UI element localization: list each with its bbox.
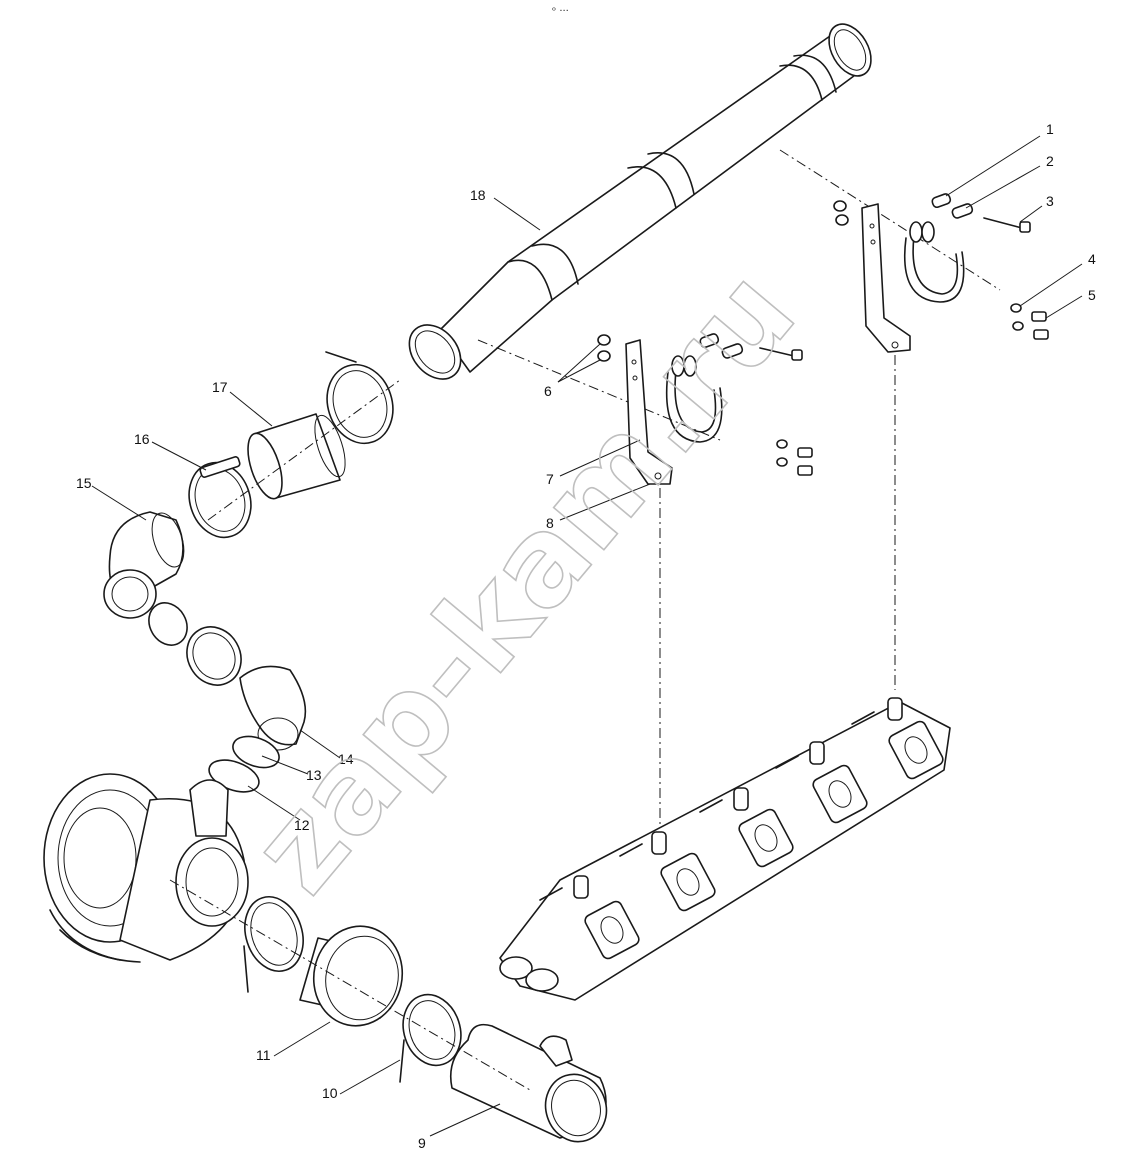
clamp-turbo-outlet	[243, 896, 304, 993]
part-17-sleeve	[247, 413, 346, 500]
label-18: 18	[470, 187, 486, 203]
part-14-elbow	[239, 665, 307, 751]
label-14: 14	[338, 751, 354, 767]
ring-seal-lower	[148, 602, 188, 646]
label-5: 5	[1088, 287, 1096, 303]
front-bracket-assembly	[597, 333, 813, 485]
part-11-sleeve	[299, 925, 404, 1027]
turbocharger	[43, 773, 249, 963]
part-9-muffler-pipe	[449, 1023, 608, 1143]
clamp-upper	[325, 351, 394, 445]
label-8: 8	[546, 515, 554, 531]
centerline-outlet	[169, 879, 531, 1091]
label-10: 10	[322, 1085, 338, 1101]
label-2: 2	[1046, 153, 1054, 169]
part-15-elbow	[103, 511, 185, 619]
centerline-pipe-front	[477, 339, 721, 441]
label-1: 1	[1046, 121, 1054, 137]
part-16-clamp	[188, 456, 252, 539]
label-6: 6	[544, 383, 552, 399]
label-11: 11	[256, 1047, 271, 1063]
label-3: 3	[1046, 193, 1054, 209]
label-16: 16	[134, 431, 150, 447]
exhaust-manifold	[499, 697, 951, 1001]
part-labels: 1 2 3 4 5 6 7 8 9 10 11 12 13 14 15 16 1…	[76, 121, 1096, 1151]
clamp-lower	[186, 626, 242, 686]
label-9: 9	[418, 1135, 426, 1151]
part-10-clamp	[399, 993, 462, 1083]
top-mark: ᵒ ···	[552, 6, 569, 17]
label-15: 15	[76, 475, 92, 491]
label-17: 17	[212, 379, 228, 395]
part-13-seal	[232, 735, 280, 769]
label-7: 7	[546, 471, 554, 487]
part-18-exhaust-pipe	[408, 23, 872, 380]
centerline-pipe-rear	[779, 149, 1001, 291]
label-12: 12	[294, 817, 310, 833]
rear-bracket-assembly	[833, 193, 1049, 353]
leader-lines	[91, 135, 1083, 1137]
label-4: 4	[1088, 251, 1096, 267]
label-13: 13	[306, 767, 322, 783]
